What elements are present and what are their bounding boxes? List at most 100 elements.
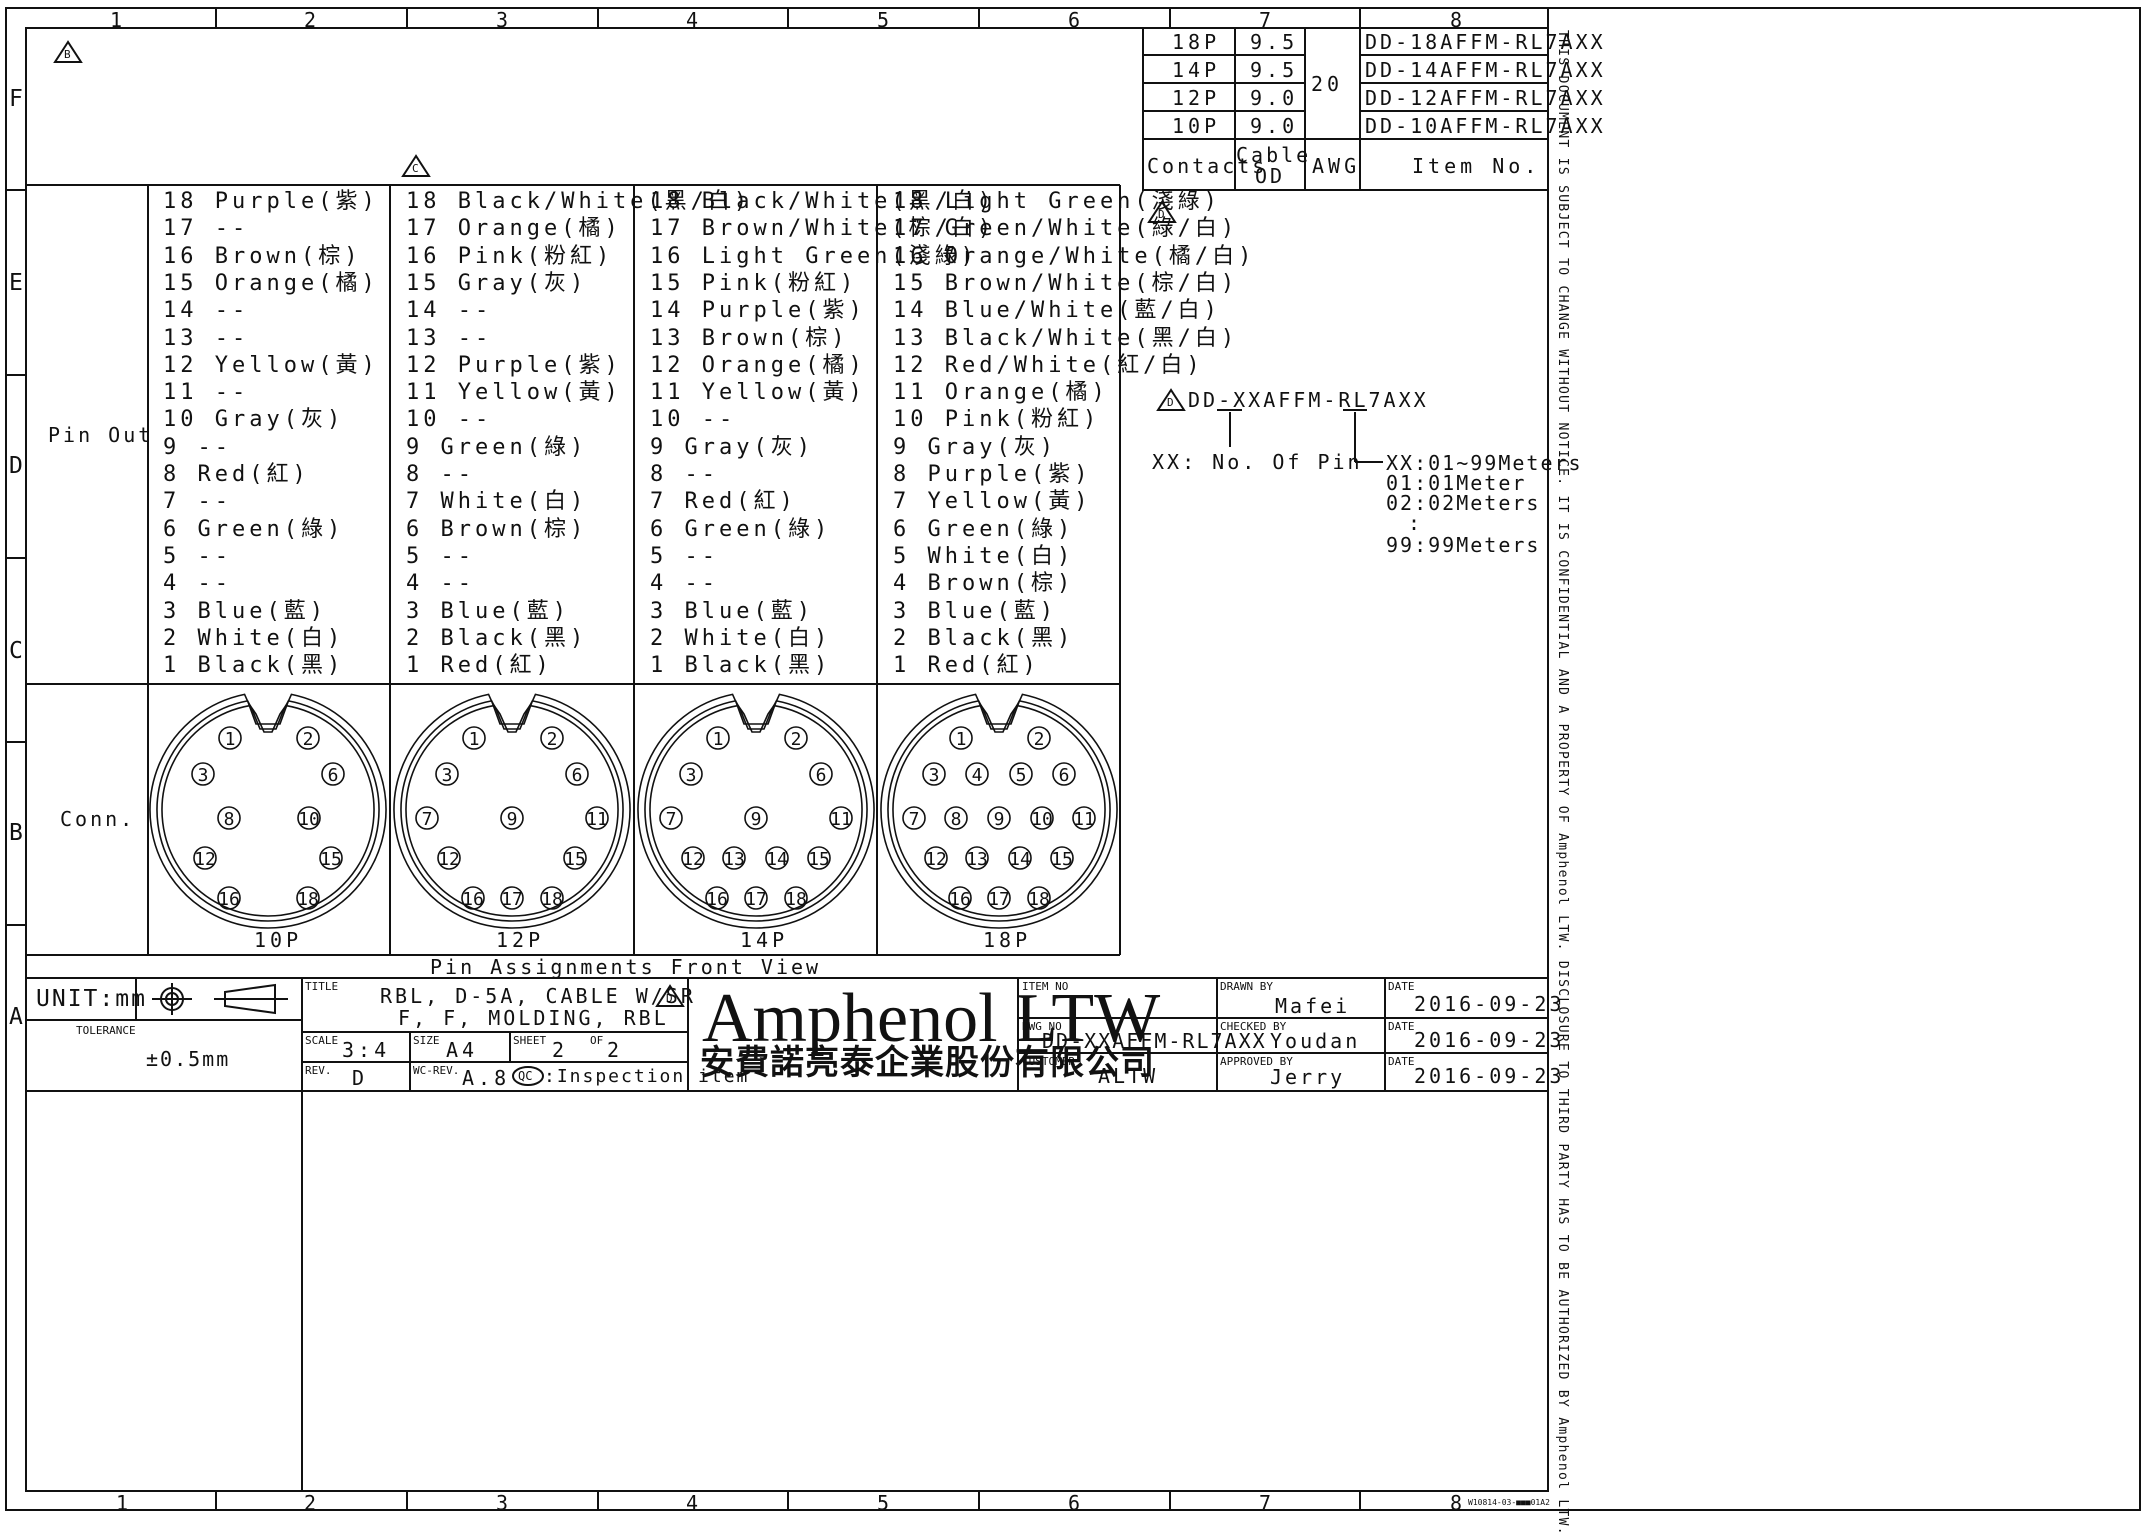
connector-pin	[1052, 762, 1076, 786]
pinout-entry: 1 Red(紅)	[893, 653, 1040, 679]
connector-pin	[681, 846, 705, 870]
connector-pin	[922, 762, 946, 786]
customer-label: CUSTOMER	[1022, 1055, 1075, 1068]
connector-pin	[809, 762, 833, 786]
connector-pin-number: 17	[501, 889, 523, 910]
pinout-entry: 17 Orange(橘)	[406, 216, 622, 242]
cable-od-cell: 9.5	[1250, 30, 1299, 54]
connector-pin	[744, 806, 768, 830]
column-label: 8	[1450, 1491, 1467, 1515]
connector-pin	[829, 806, 853, 830]
column-label: 1	[110, 8, 127, 32]
connector-pin	[500, 886, 524, 910]
pinout-entry: 15 Pink(粉紅)	[650, 270, 858, 296]
sheet-count: 2	[607, 1038, 624, 1062]
pinout-entry: 6 Green(綠)	[650, 516, 832, 542]
pinout-entry: 10 --	[650, 407, 737, 433]
pinout-entry: 2 Black(黑)	[893, 625, 1075, 651]
connector-pin	[944, 806, 968, 830]
pinout-entry: 15 Orange(橘)	[163, 270, 379, 296]
scale-value: 3:4	[342, 1038, 391, 1062]
connector-pin-number: 7	[909, 809, 920, 830]
length-note: 01:01Meter	[1386, 471, 1527, 495]
pinout-entry: 16 Orange/White(橘/白)	[893, 243, 1256, 269]
pinout-entry: 8 --	[650, 462, 719, 487]
pinout-entry: 7 Yellow(黃)	[893, 489, 1092, 515]
column-label: 6	[1068, 1491, 1085, 1515]
column-label: 6	[1068, 8, 1085, 32]
connector-pin-number: 13	[723, 849, 745, 870]
checked-by-label: CHECKED BY	[1220, 1020, 1287, 1033]
pinout-entry: 4 --	[163, 571, 232, 597]
column-label: 5	[877, 8, 894, 32]
approved-date: 2016-09-23	[1414, 1064, 1565, 1088]
company-logo: Amphenol LTW	[702, 980, 1161, 1057]
date-label: DATE	[1388, 1055, 1415, 1068]
connector-pin-number: 15	[1051, 849, 1073, 870]
connector-pin-number: 12	[438, 849, 460, 870]
row-label: F	[9, 86, 27, 112]
connector-pin	[1027, 726, 1051, 750]
connector-pin-number: 5	[1016, 765, 1027, 786]
connector-pin	[321, 762, 345, 786]
pinout-entry: 6 Green(綠)	[893, 516, 1075, 542]
pinout-entry: 13 --	[163, 325, 250, 351]
connector-pin	[563, 846, 587, 870]
connector-name: 12P	[496, 928, 545, 952]
pinout-entry: 1 Black(黑)	[650, 653, 832, 679]
pinout-entry: 4 --	[406, 571, 475, 597]
row-label: B	[9, 820, 27, 846]
pinout-entry: 18 Light Green(淺綠)	[893, 189, 1221, 214]
connector-pin-number: 6	[1059, 765, 1070, 786]
of-label: OF	[590, 1034, 604, 1047]
tolerance-value: ±0.5mm	[146, 1047, 231, 1071]
connector-pin	[705, 886, 729, 910]
pinout-entry: 5 --	[406, 543, 475, 569]
connector-pin	[540, 726, 564, 750]
pinout-entry: 17 --	[163, 216, 250, 242]
connector-pin-number: 3	[198, 765, 209, 786]
connector-name: 14P	[740, 928, 789, 952]
pinout-entry: 14 --	[163, 298, 250, 324]
pinout-entry: 11 Yellow(黃)	[650, 380, 866, 406]
part-number-code: DD-XXAFFM-RL7AXX	[1188, 388, 1429, 412]
form-code: W10814-03-■■■01A2	[1468, 1498, 1550, 1507]
connector-name: 10P	[254, 928, 303, 952]
pinout-entry: 9 Gray(灰)	[893, 434, 1057, 460]
item-no-label: ITEM NO	[1022, 980, 1069, 993]
pinout-entry: 7 White(白)	[406, 489, 588, 515]
sheet-label: SHEET	[513, 1034, 547, 1047]
drawing-title-line2: F, F, MOLDING, RBL	[398, 1006, 669, 1030]
connector-pin-number: 13	[966, 849, 988, 870]
connector-pin	[924, 846, 948, 870]
connector-pin-number: 1	[225, 729, 236, 750]
connector-pin-number: 6	[816, 765, 827, 786]
pinout-entry: 15 Gray(灰)	[406, 270, 588, 296]
column-label: 1	[116, 1491, 133, 1515]
pinout-entry: 12 Red/White(紅/白)	[893, 352, 1204, 378]
cable-od-cell: 9.0	[1250, 86, 1299, 110]
pinout-entry: 2 White(白)	[650, 625, 832, 651]
length-note: XX:01~99Meters	[1386, 451, 1583, 475]
column-label: 3	[496, 8, 513, 32]
connector-pin	[297, 806, 321, 830]
connector-pin	[1009, 762, 1033, 786]
sheet-value: 2	[552, 1038, 569, 1062]
connector-pin	[217, 806, 241, 830]
connector-pin	[1027, 886, 1051, 910]
connector-pin	[744, 886, 768, 910]
pinout-entry: 14 Blue/White(藍/白)	[893, 298, 1221, 324]
pinout-entry: 11 Orange(橘)	[893, 380, 1109, 406]
connector-pin	[722, 846, 746, 870]
connector-pin-number: 15	[808, 849, 830, 870]
connector-pin	[659, 806, 683, 830]
pinout-entry: 12 Orange(橘)	[650, 352, 866, 378]
pinout-entry: 5 White(白)	[893, 543, 1075, 569]
connector-pin-number: 3	[442, 765, 453, 786]
connector-pin	[319, 846, 343, 870]
row-label: A	[9, 1004, 27, 1030]
pinout-entry: 4 Brown(棕)	[893, 571, 1075, 597]
awg-cell: 20	[1311, 72, 1344, 96]
dwg-no-label: DWG NO	[1022, 1020, 1062, 1033]
scale-label: SCALE	[305, 1034, 339, 1047]
